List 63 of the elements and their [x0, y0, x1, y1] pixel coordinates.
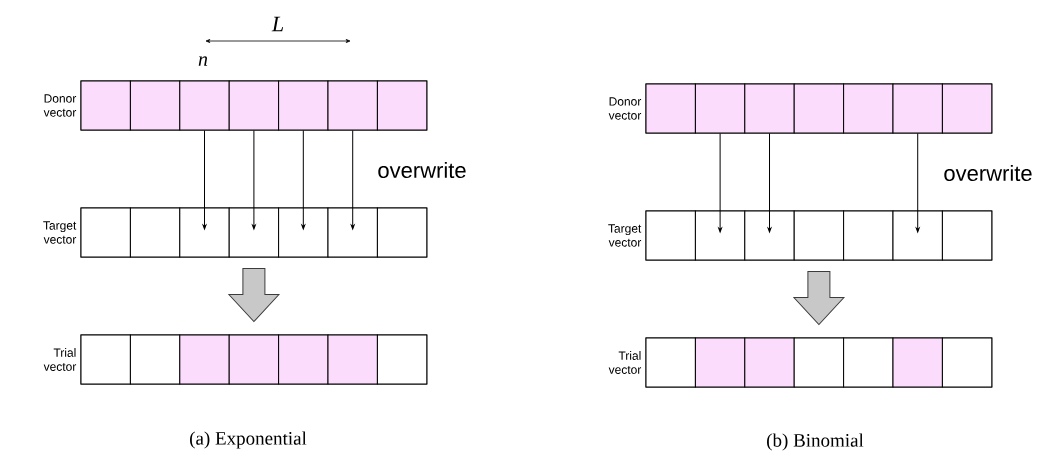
vector-cell	[645, 210, 696, 261]
block-arrow	[793, 271, 845, 325]
vector-cell	[793, 83, 845, 134]
vector-cell	[129, 334, 181, 385]
vector-cell	[941, 210, 993, 261]
vector-cell	[129, 80, 181, 131]
node-label: Target vector	[608, 224, 642, 247]
vector-cell	[179, 80, 230, 131]
vector-cell	[278, 80, 329, 131]
node-label: Target vector	[43, 221, 77, 244]
vector-cell	[80, 207, 131, 258]
vector-cell	[694, 210, 746, 261]
vector-cell	[278, 207, 329, 258]
vector-cell	[941, 83, 993, 134]
vector-cell	[892, 210, 943, 261]
annotation-text: overwrite	[378, 161, 466, 179]
vector-cell	[645, 83, 696, 134]
vector-cell	[843, 337, 894, 388]
vector-cell	[228, 80, 280, 131]
arrow	[252, 130, 256, 230]
index-label: n	[198, 56, 208, 66]
vector-cell	[744, 337, 795, 388]
vector-cell	[793, 337, 845, 388]
node-label: Donor vector	[43, 94, 77, 117]
vector-cell	[179, 334, 230, 385]
vector-cell	[327, 207, 378, 258]
vector-cell	[892, 337, 943, 388]
vector-cell	[327, 80, 378, 131]
subfigure-caption: (b) Binomial	[767, 433, 864, 451]
vector-cell	[228, 207, 280, 258]
vector-cell	[744, 83, 795, 134]
vector-cell	[843, 83, 894, 134]
vector-cell	[228, 334, 280, 385]
vector-cell	[793, 210, 845, 261]
vector-cell	[843, 210, 894, 261]
node-label: Trial vector	[608, 351, 642, 374]
vector-cell	[278, 334, 329, 385]
vector-cell	[892, 83, 943, 134]
vector-cell	[80, 80, 131, 131]
arrow	[915, 133, 920, 233]
node-label: Trial vector	[43, 348, 77, 371]
dimension-label: L	[271, 16, 284, 32]
annotation-text: overwrite	[944, 164, 1032, 182]
vector-cell	[645, 337, 696, 388]
vector-cell	[744, 210, 795, 261]
node-label: Donor vector	[608, 97, 642, 120]
subfigure-caption: (a) Exponential	[190, 431, 307, 449]
arrow	[767, 133, 772, 233]
vector-cell	[327, 334, 378, 385]
vector-cell	[941, 337, 993, 388]
arrow	[350, 130, 355, 230]
vector-cell	[694, 337, 746, 388]
vector-cell	[179, 207, 230, 258]
vector-cell	[376, 334, 428, 385]
vector-cell	[376, 80, 428, 131]
arrow	[202, 130, 207, 230]
arrow	[718, 133, 722, 233]
block-arrow	[228, 268, 280, 322]
vector-cell	[80, 334, 131, 385]
vector-cell	[694, 83, 746, 134]
arrow	[301, 130, 306, 230]
vector-cell	[376, 207, 428, 258]
vector-cell	[129, 207, 181, 258]
